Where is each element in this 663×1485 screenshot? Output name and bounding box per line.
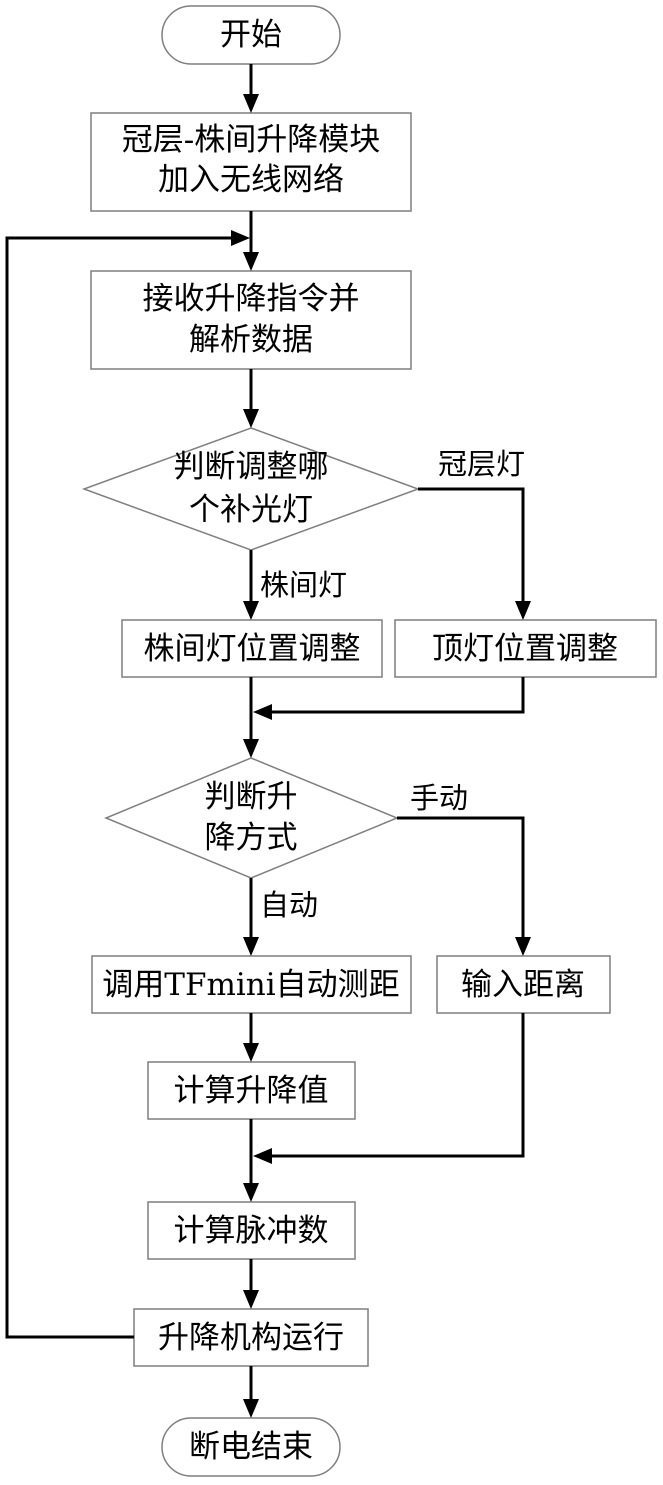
- node-calc-pulse: 计算脉冲数: [147, 1201, 356, 1260]
- arrow-loop-back: [5, 230, 250, 1339]
- node-join-network: 冠层-株间升降模块 加入无线网络: [90, 112, 412, 212]
- arrow-manual-merge: [253, 1013, 525, 1164]
- node-end-text: 断电结束: [189, 1429, 313, 1465]
- arrow-decide-light-to-top: [418, 487, 531, 620]
- node-end: 断电结束: [161, 1417, 341, 1477]
- node-decide-light: 判断调整哪 个补光灯: [81, 427, 421, 551]
- arrow-pulse-to-run: [243, 1259, 259, 1309]
- node-calc-lift: 计算升降值: [147, 1061, 356, 1120]
- node-auto-measure-text: 调用TFmini自动测距: [102, 967, 399, 1003]
- arrow-decide-mode-to-auto: [243, 878, 259, 956]
- node-decide-mode: 判断升 降方式: [104, 757, 399, 879]
- node-run-mechanism: 升降机构运行: [133, 1308, 369, 1367]
- arrow-decide-mode-to-manual: [397, 816, 531, 956]
- node-input-distance: 输入距离: [436, 955, 611, 1014]
- node-receive-command: 接收升降指令并 解析数据: [90, 270, 412, 370]
- edge-label-canopy-light: 冠层灯: [438, 447, 525, 481]
- node-top-light-adjust-text: 顶灯位置调整: [432, 631, 618, 667]
- arrow-run-to-end: [243, 1366, 259, 1418]
- node-inter-light-adjust: 株间灯位置调整: [121, 619, 383, 678]
- edge-label-manual: 手动: [410, 781, 468, 815]
- node-top-light-adjust: 顶灯位置调整: [394, 619, 657, 678]
- node-join-network-line2: 加入无线网络: [158, 162, 344, 198]
- node-decide-mode-line1: 判断升: [205, 779, 298, 815]
- node-start: 开始: [161, 5, 341, 65]
- node-start-text: 开始: [220, 17, 282, 53]
- edge-label-inter-light: 株间灯: [260, 568, 347, 602]
- arrow-top-merge: [253, 677, 525, 720]
- arrow-receive-to-decide-light: [243, 369, 259, 428]
- node-inter-light-adjust-text: 株间灯位置调整: [144, 631, 361, 667]
- node-receive-line1: 接收升降指令并: [143, 281, 360, 317]
- arrow-inter-to-decide-mode: [243, 677, 259, 758]
- node-calc-lift-text: 计算升降值: [174, 1073, 329, 1109]
- arrow-decide-light-to-inter: [243, 550, 259, 620]
- node-join-network-line1: 冠层-株间升降模块: [122, 122, 380, 158]
- node-input-distance-text: 输入距离: [461, 967, 585, 1003]
- node-decide-light-line1: 判断调整哪: [174, 449, 329, 485]
- arrow-start-to-join: [243, 64, 259, 113]
- edge-label-auto: 自动: [260, 888, 318, 922]
- node-decide-light-line2: 个补光灯: [189, 492, 313, 528]
- node-receive-line2: 解析数据: [189, 322, 313, 358]
- node-decide-mode-line2: 降方式: [205, 820, 298, 856]
- arrow-join-to-receive: [243, 211, 259, 271]
- node-auto-measure: 调用TFmini自动测距: [91, 955, 412, 1014]
- node-calc-pulse-text: 计算脉冲数: [174, 1213, 329, 1249]
- node-run-mechanism-text: 升降机构运行: [158, 1320, 344, 1356]
- arrow-calc-lift-to-pulse: [243, 1119, 259, 1202]
- arrow-auto-to-calc-lift: [243, 1013, 259, 1062]
